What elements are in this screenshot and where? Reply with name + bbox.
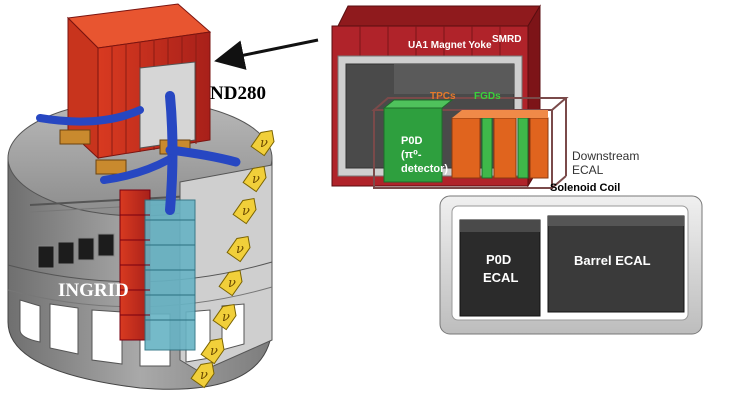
barrel-ecal-label: Barrel ECAL (574, 253, 651, 268)
neutrino-symbol: ν (228, 276, 236, 291)
neutrino-marker: ν (226, 235, 251, 263)
neutrino-symbol: ν (200, 368, 208, 383)
downstream-ecal-label: ECAL (572, 163, 604, 177)
downstream-label: Downstream (572, 149, 640, 163)
neutrino-marker: ν (250, 129, 275, 157)
neutrino-marker: ν (232, 197, 257, 225)
p0d-label: P0D (401, 135, 423, 147)
fgds-label: FGDs (474, 91, 501, 102)
neutrino-marker: ν (212, 303, 237, 331)
nd280-magnet (59, 3, 212, 175)
neutrino-marker: ν (218, 269, 243, 297)
neutrino-marker: ν (190, 361, 215, 389)
p0d-detector-label: detector) (401, 163, 449, 175)
tpcs-label: TPCs (430, 91, 456, 102)
neutrino-symbol: ν (236, 242, 244, 257)
p0d-ecal-label-line2: ECAL (483, 270, 519, 285)
pointer-arrow (214, 38, 319, 70)
neutrino-symbol: ν (242, 204, 250, 219)
p0d-ecal (459, 219, 541, 317)
barrel-ecal (547, 215, 685, 313)
basket (371, 97, 569, 189)
neutrino-symbol: ν (222, 310, 230, 325)
ingrid-modules (119, 189, 196, 351)
smrd-label: SMRD (492, 34, 522, 45)
ingrid-label: INGRID (58, 280, 129, 301)
p0d-ecal-label-line1: P0D (486, 252, 512, 267)
p0d-pi0-label: (π⁰- (401, 149, 422, 161)
neutrino-symbol: ν (210, 344, 218, 359)
side-modules (37, 233, 115, 269)
neutrino-symbol: ν (260, 136, 268, 151)
neutrino-marker: ν (242, 165, 267, 193)
ua1-magnet-yoke-label: UA1 Magnet Yoke (408, 40, 492, 51)
nd280-label: ND280 (210, 83, 266, 104)
tpc-fgd-stack (451, 110, 549, 179)
blue-support-beams (36, 91, 241, 215)
solenoid-coil-label: Solenoid Coil (550, 182, 621, 194)
neutrino-symbol: ν (252, 172, 260, 187)
